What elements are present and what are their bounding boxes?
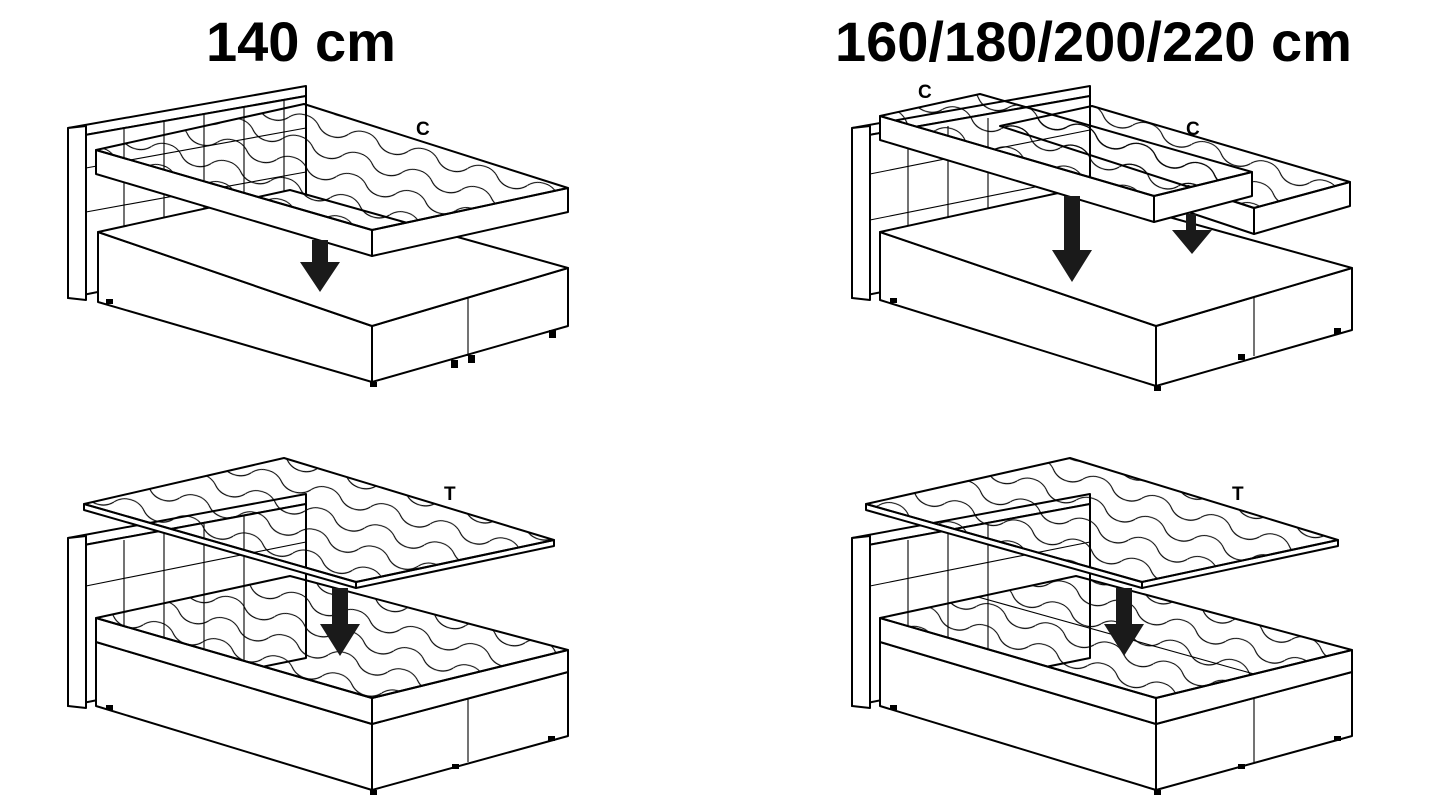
panel-narrow-overlay: T bbox=[67, 457, 569, 795]
bed-base bbox=[97, 189, 569, 387]
label-c-left: C bbox=[918, 82, 932, 103]
bed-base bbox=[879, 189, 1353, 391]
down-arrow-icon bbox=[1052, 196, 1092, 282]
panel-wide-overlay: T bbox=[851, 457, 1353, 795]
down-arrow-icon bbox=[1172, 214, 1212, 254]
label-c: C bbox=[416, 119, 430, 140]
overlay-t bbox=[83, 457, 555, 589]
panel-narrow-topper: C bbox=[67, 85, 569, 387]
overlay-t bbox=[865, 457, 1339, 589]
heading-140cm: 140 cm bbox=[206, 10, 396, 73]
topper-c bbox=[95, 103, 569, 257]
down-arrow-icon bbox=[1104, 588, 1144, 656]
label-c-right: C bbox=[1186, 119, 1200, 140]
label-t: T bbox=[444, 484, 456, 505]
down-arrow-icon bbox=[300, 240, 340, 292]
down-arrow-icon bbox=[320, 588, 360, 656]
label-t: T bbox=[1232, 484, 1244, 505]
heading-wide-sizes: 160/180/200/220 cm bbox=[835, 10, 1352, 73]
topper-c-left bbox=[879, 93, 1253, 223]
panel-wide-topper: C C bbox=[851, 82, 1353, 391]
